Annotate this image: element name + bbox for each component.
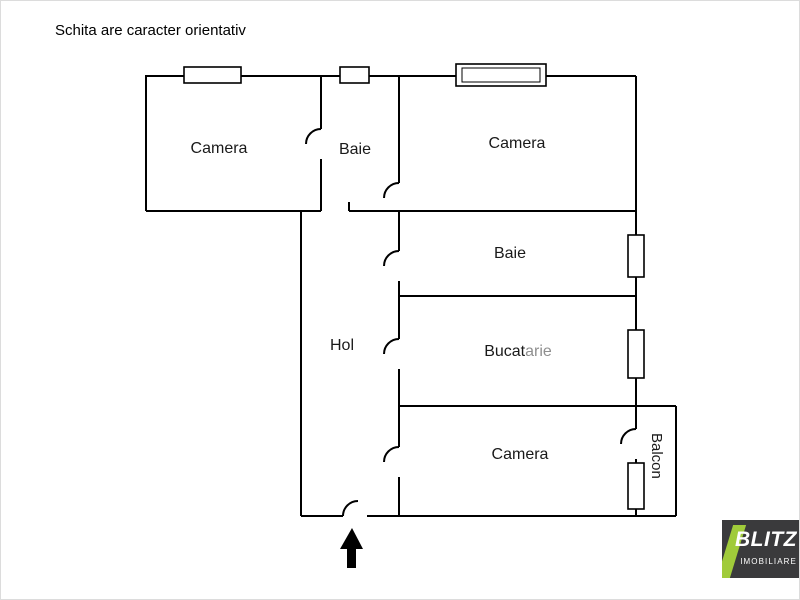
windows [183,63,645,510]
room-label-baie-right: Baie [493,245,527,262]
window-symbol [627,462,645,510]
entrance-arrow-icon [340,528,363,568]
room-label-camera-bottom: Camera [491,446,549,463]
door-arc [383,446,400,463]
room-label-bucatarie-dark: Bucat [484,343,526,360]
window-symbol [461,67,541,83]
doors [305,128,637,517]
logo-subtitle: IMOBILIARE [740,557,797,566]
window-symbol [183,66,242,84]
door-arc [342,500,359,517]
room-label-hol: Hol [329,337,354,354]
door-arc [383,338,400,355]
room-label-bucatarie-gray: arie [525,343,552,360]
room-label-camera-top-left: Camera [190,140,248,157]
room-label-bucatarie: Bucatarie [451,343,585,361]
door-arc [305,128,322,145]
blitz-imobiliare-logo: BLITZ IMOBILIARE [722,520,799,578]
window-symbol [339,66,370,84]
door-arc [383,182,400,199]
room-label-camera-top-right: Camera [488,135,546,152]
disclaimer-text: Schita are caracter orientativ [55,22,246,39]
door-arc [383,250,400,267]
window-symbol [627,234,645,278]
room-label-balcon: Balcon [648,433,665,479]
logo-title: BLITZ [735,528,797,551]
door-arc [620,428,637,445]
window-symbol [627,329,645,379]
room-label-baie-top: Baie [338,141,372,158]
